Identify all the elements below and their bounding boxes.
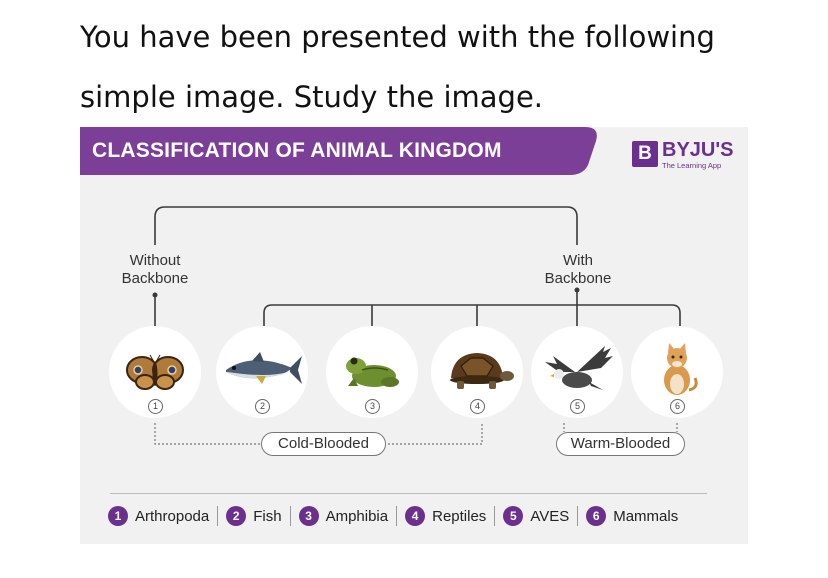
legend-item-amphibia: 3 Amphibia — [298, 506, 389, 526]
question-line-2: simple image. Study the image. — [80, 80, 544, 114]
legend-number: 5 — [503, 506, 524, 526]
without-backbone-label: Without Backbone — [121, 252, 189, 287]
legend-number: 6 — [586, 506, 607, 526]
cold-blooded-label: Cold-Blooded — [261, 432, 386, 456]
animal-number: 6 — [670, 399, 685, 414]
animal-number: 5 — [570, 399, 585, 414]
classification-infographic: CLASSIFICATION OF ANIMAL KINGDOM B BYJU'… — [80, 127, 748, 544]
legend-separator — [217, 506, 219, 526]
legend-number: 2 — [226, 506, 247, 526]
turtle-icon — [450, 353, 514, 389]
butterfly-icon — [126, 354, 184, 390]
logo-tagline: The Learning App — [662, 161, 722, 170]
amphibia-circle: 3 — [326, 326, 418, 418]
backbone-branch-line — [154, 206, 578, 245]
classification-tree-lines — [152, 206, 681, 445]
legend-number: 1 — [108, 506, 128, 526]
aves-circle: 5 — [531, 326, 623, 418]
diagram-title: CLASSIFICATION OF ANIMAL KINGDOM — [92, 139, 502, 162]
legend-label: Amphibia — [325, 507, 389, 525]
legend-item-reptiles: 4 Reptiles — [405, 506, 486, 526]
cold-bracket-right — [384, 423, 483, 445]
fish-circle: 2 — [216, 326, 308, 418]
legend-number: 3 — [298, 506, 319, 526]
legend-divider — [110, 493, 707, 494]
legend-separator — [494, 506, 496, 526]
mammals-circle: 6 — [631, 326, 723, 418]
legend-label: Mammals — [613, 507, 679, 525]
legend-separator — [577, 506, 579, 526]
legend-label: AVES — [530, 507, 570, 525]
reptiles-circle: 4 — [431, 326, 523, 418]
byjus-logo: B BYJU'S The Learning App — [632, 139, 744, 173]
fish-icon — [226, 352, 302, 384]
legend-label: Reptiles — [432, 507, 487, 525]
vertebrate-branch-line — [263, 304, 681, 326]
logo-name: BYJU'S — [662, 139, 734, 161]
legend-item-aves: 5 AVES — [503, 506, 569, 526]
eagle-icon — [545, 346, 613, 390]
warm-blooded-label: Warm-Blooded — [556, 432, 685, 456]
question-line-1: You have been presented with the followi… — [80, 20, 715, 54]
animal-number: 1 — [148, 399, 163, 414]
animal-number: 2 — [255, 399, 270, 414]
legend-item-mammals: 6 Mammals — [586, 506, 678, 526]
animal-number: 4 — [470, 399, 485, 414]
legend-separator — [289, 506, 291, 526]
cold-bracket-left — [154, 423, 261, 445]
legend-separator — [396, 506, 398, 526]
legend-number: 4 — [405, 506, 426, 526]
cat-icon — [664, 343, 698, 395]
animal-number: 3 — [365, 399, 380, 414]
title-banner — [80, 127, 597, 175]
with-backbone-label: With Backbone — [544, 252, 612, 287]
arthropoda-circle: 1 — [109, 326, 201, 418]
logo-mark: B — [632, 141, 658, 167]
legend-label: Fish — [253, 507, 282, 525]
legend: 1 Arthropoda 2 Fish 3 Amphibia 4 Reptile… — [108, 505, 678, 527]
legend-item-fish: 2 Fish — [226, 506, 282, 526]
frog-icon — [346, 357, 399, 387]
legend-label: Arthropoda — [135, 507, 210, 525]
legend-item-arthropoda: 1 Arthropoda — [108, 506, 209, 526]
